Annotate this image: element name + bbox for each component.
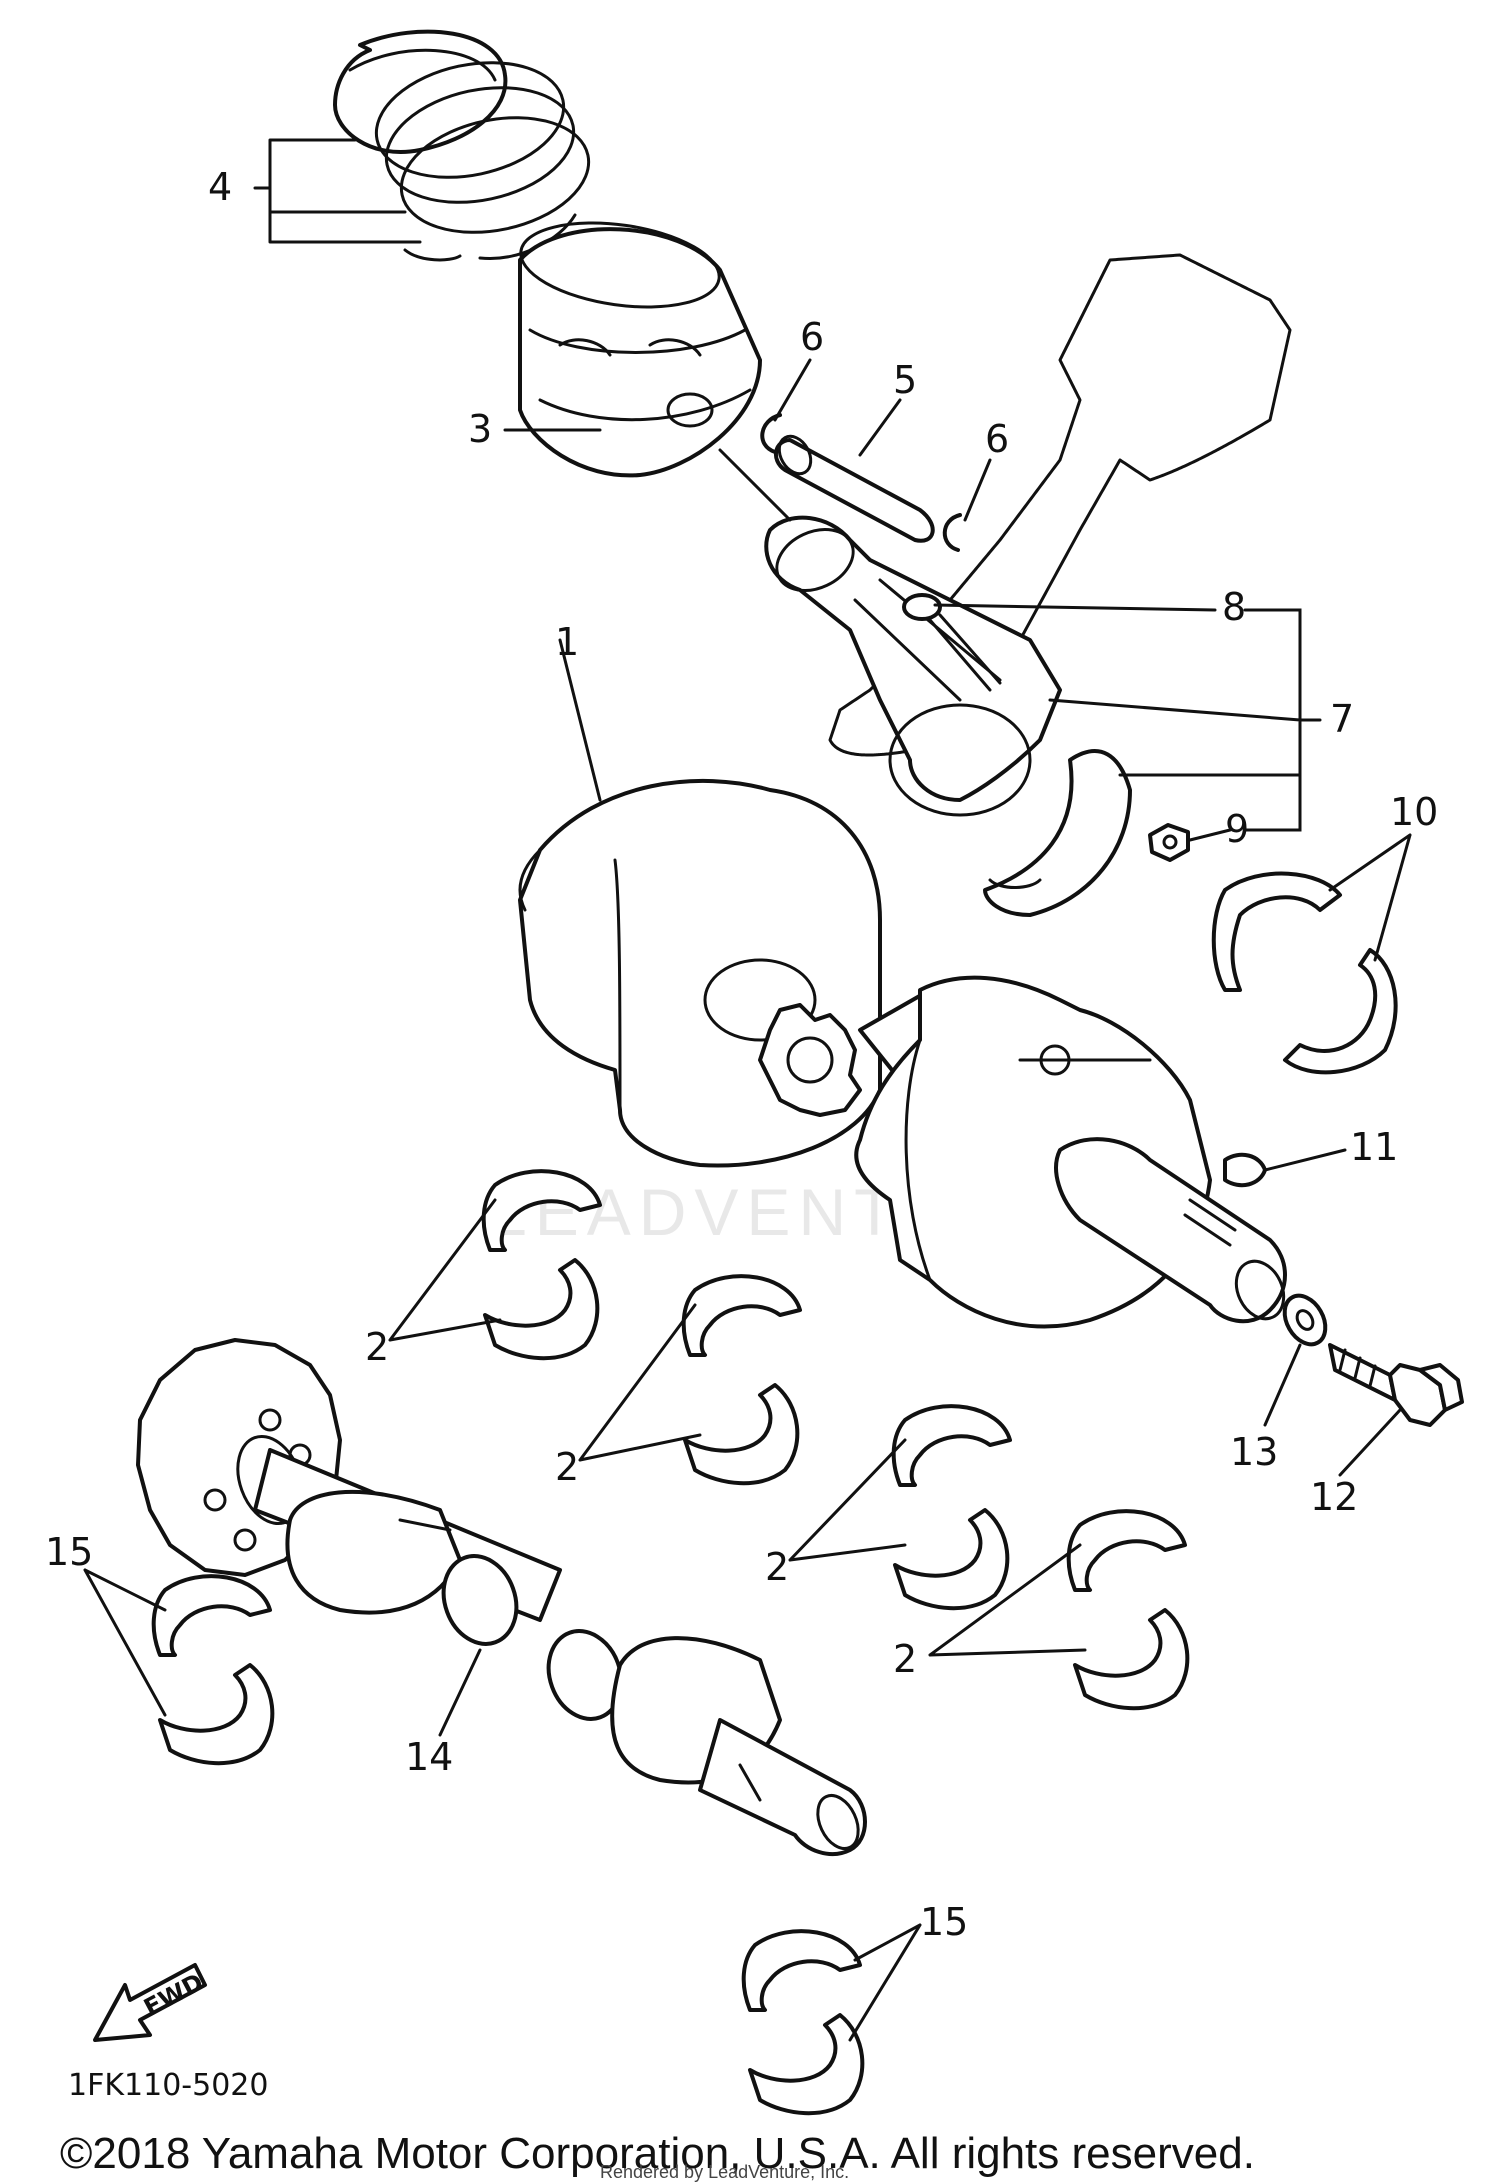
crankshaft bbox=[518, 778, 1287, 1329]
washer bbox=[1282, 1293, 1328, 1347]
main-bearing bbox=[481, 1169, 602, 1361]
main-bearing bbox=[1066, 1509, 1190, 1711]
diagram-code: 1FK110-5020 bbox=[68, 2068, 268, 2103]
balancer-shaft bbox=[136, 1338, 867, 1856]
piston-pin-clip bbox=[942, 513, 962, 552]
callout-2: 2 bbox=[365, 1325, 389, 1369]
callout-8: 8 bbox=[1222, 585, 1246, 629]
callout-15: 15 bbox=[920, 1900, 968, 1944]
connecting-rod bbox=[764, 515, 1062, 817]
balancer-bearing bbox=[151, 1574, 275, 1766]
rendered-by-credit: Rendered by LeadVenture, Inc. bbox=[600, 2162, 849, 2182]
connecting-rod-bolt bbox=[902, 593, 1002, 692]
callout-7: 7 bbox=[1330, 697, 1354, 741]
callout-14: 14 bbox=[405, 1735, 453, 1779]
callout-2: 2 bbox=[765, 1545, 789, 1589]
big-end-bearing bbox=[1211, 871, 1398, 1075]
callout-4: 4 bbox=[208, 165, 232, 209]
connecting-rod-nut bbox=[1148, 823, 1190, 862]
callout-2: 2 bbox=[555, 1445, 579, 1489]
piston bbox=[518, 221, 762, 478]
piston-pin bbox=[774, 434, 935, 543]
woodruff-key bbox=[1223, 1152, 1267, 1188]
callout-numbers: 1 2 2 2 2 3 4 5 6 6 7 8 9 10 11 12 13 14… bbox=[45, 165, 1438, 1944]
copyright-notice: ©2018 Yamaha Motor Corporation, U.S.A. A… bbox=[60, 2129, 1255, 2178]
callout-2: 2 bbox=[893, 1637, 917, 1681]
callout-6: 6 bbox=[800, 315, 824, 359]
callout-15: 15 bbox=[45, 1530, 93, 1574]
connecting-rod-cap bbox=[983, 749, 1132, 917]
callout-10: 10 bbox=[1390, 790, 1438, 834]
callout-9: 9 bbox=[1225, 807, 1249, 851]
callout-12: 12 bbox=[1310, 1475, 1358, 1519]
piston-pin-clip bbox=[760, 413, 782, 454]
piston-rings bbox=[333, 29, 591, 262]
balancer-bearing bbox=[741, 1929, 865, 2116]
main-bearing bbox=[891, 1404, 1012, 1611]
callout-1: 1 bbox=[555, 620, 579, 664]
callout-6: 6 bbox=[985, 417, 1009, 461]
fwd-arrow-icon: FWD bbox=[93, 1963, 208, 2042]
callout-5: 5 bbox=[893, 358, 917, 402]
main-bearing bbox=[681, 1274, 802, 1486]
callout-11: 11 bbox=[1350, 1125, 1398, 1169]
flange-bolt bbox=[1328, 1343, 1464, 1427]
leader-lines bbox=[83, 138, 1412, 2042]
callout-3: 3 bbox=[468, 407, 492, 451]
callout-13: 13 bbox=[1230, 1430, 1278, 1474]
